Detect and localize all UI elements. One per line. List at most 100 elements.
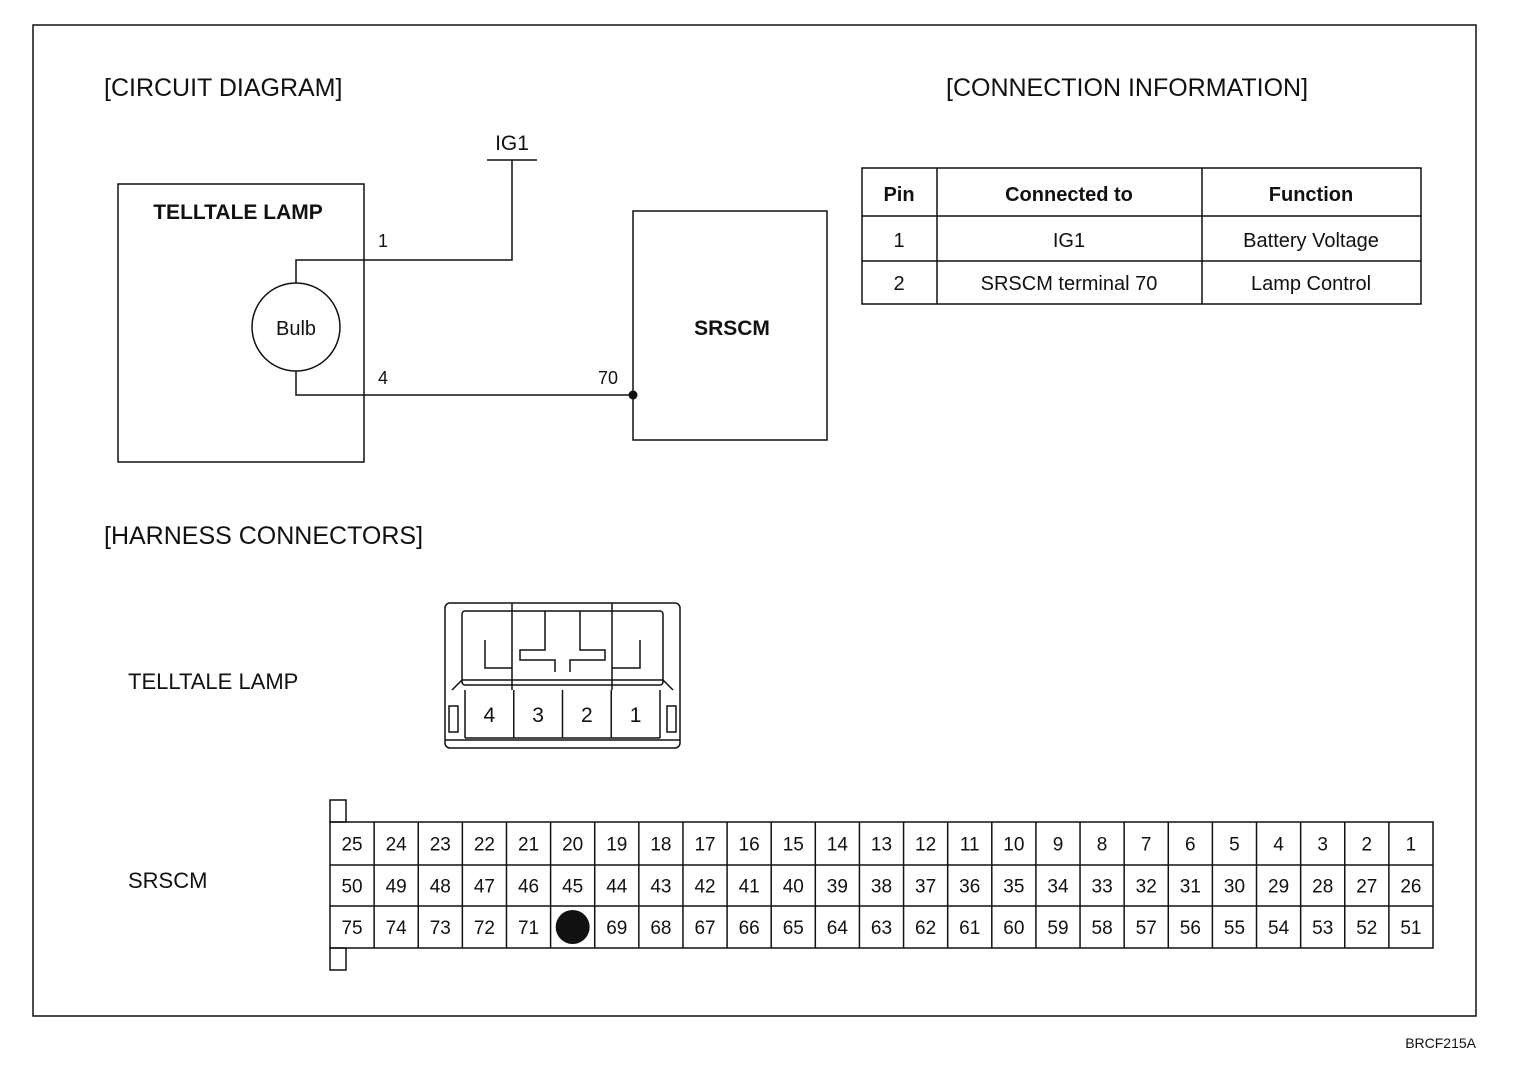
srscm-pin-number: 30	[1224, 877, 1245, 898]
telltale-lamp-pin-labels: 4 3 2 1	[484, 690, 642, 738]
srscm-pin-number: 41	[739, 877, 760, 898]
srscm-pin-number: 52	[1356, 918, 1377, 939]
connector-latch	[612, 640, 641, 669]
srscm-pin-number: 23	[430, 835, 451, 856]
srscm-pin-number: 17	[694, 835, 715, 856]
lamp-pin-number: 4	[484, 704, 496, 727]
telltale-lamp-connector-label: TELLTALE LAMP	[128, 669, 298, 694]
srscm-pin-number: 74	[386, 918, 408, 939]
connector-latch	[519, 611, 556, 672]
srscm-pin-number: 12	[915, 835, 936, 856]
connector-side-tab	[666, 705, 677, 733]
srscm-pin-number: 72	[474, 918, 495, 939]
srscm-pin-number: 25	[341, 835, 362, 856]
srscm-pin-number: 13	[871, 835, 892, 856]
srscm-pin-number: 35	[1003, 877, 1024, 898]
srscm-pin-number: 18	[650, 835, 671, 856]
highlighted-pin-marker	[555, 910, 590, 944]
table-header-connected-to: Connected to	[1005, 184, 1133, 206]
lamp-pin-4-label: 4	[378, 368, 388, 388]
circuit-diagram-heading: [CIRCUIT DIAGRAM]	[104, 74, 342, 102]
connection-info-heading: [CONNECTION INFORMATION]	[946, 74, 1308, 102]
wire-bulb-to-srscm	[295, 371, 633, 396]
srscm-pin-number: 1	[1406, 835, 1417, 856]
srscm-connector-tab	[329, 947, 347, 971]
connector-side-tab	[448, 705, 459, 733]
connector-inner-shell	[461, 610, 664, 686]
connector-latch	[569, 611, 606, 672]
srscm-pin-number: 50	[341, 877, 362, 898]
srscm-pin-number: 5	[1229, 835, 1240, 856]
srscm-pin-number: 6	[1185, 835, 1196, 856]
srscm-pin-number: 59	[1047, 918, 1068, 939]
srscm-pin-number: 14	[827, 835, 849, 856]
srscm-pin-number: 20	[562, 835, 583, 856]
srscm-pin-number: 53	[1312, 918, 1333, 939]
figure-frame	[32, 24, 1477, 1017]
srscm-pin-number: 2	[1362, 835, 1373, 856]
srscm-pin-number: 7	[1141, 835, 1152, 856]
table-cell: SRSCM terminal 70	[981, 273, 1158, 295]
srscm-pin-number: 44	[606, 877, 628, 898]
srscm-pin-number: 22	[474, 835, 495, 856]
srscm-pin-number: 55	[1224, 918, 1245, 939]
srscm-pin-number: 54	[1268, 918, 1290, 939]
srscm-connector-housing	[329, 821, 1434, 949]
telltale-lamp-title: TELLTALE LAMP	[153, 201, 323, 224]
srscm-pin-number: 45	[562, 877, 583, 898]
srscm-pin-number: 51	[1400, 918, 1421, 939]
srscm-pin-number: 19	[606, 835, 627, 856]
srscm-pin-number: 47	[474, 877, 495, 898]
srscm-pin-number: 61	[959, 918, 980, 939]
srscm-pin-number: 42	[694, 877, 715, 898]
srscm-pin-number: 56	[1180, 918, 1201, 939]
srscm-connector-tab	[329, 799, 347, 823]
wire-ig1-to-bulb	[295, 160, 513, 290]
srscm-pin-number: 60	[1003, 918, 1024, 939]
srscm-pin-number: 16	[739, 835, 760, 856]
table-cell: 1	[893, 230, 904, 252]
srscm-pin-number: 26	[1400, 877, 1421, 898]
srscm-pin-number: 69	[606, 918, 627, 939]
srscm-pin-number: 57	[1136, 918, 1157, 939]
lamp-pin-number: 3	[532, 704, 544, 727]
srscm-title: SRSCM	[694, 317, 770, 340]
srscm-pin-number: 3	[1317, 835, 1328, 856]
srscm-pin-number: 49	[386, 877, 407, 898]
srscm-pin-number: 33	[1092, 877, 1113, 898]
figure-code: BRCF215A	[1405, 1035, 1476, 1051]
connector-housing	[444, 602, 681, 749]
srscm-pin-number: 9	[1053, 835, 1064, 856]
telltale-lamp-box	[117, 183, 365, 463]
srscm-pin-number: 63	[871, 918, 892, 939]
srscm-pin-number: 15	[783, 835, 804, 856]
srscm-pin-number: 48	[430, 877, 451, 898]
srscm-pin-number: 24	[386, 835, 408, 856]
srscm-pin-number: 75	[341, 918, 362, 939]
lamp-pin-number: 1	[630, 704, 642, 727]
srscm-pin-number: 31	[1180, 877, 1201, 898]
srscm-pin-number: 62	[915, 918, 936, 939]
table-cell: Battery Voltage	[1243, 230, 1379, 252]
srscm-pin-number: 36	[959, 877, 980, 898]
connector-latch	[484, 640, 512, 669]
lamp-pin-1-label: 1	[378, 231, 388, 251]
srscm-pin-number: 71	[518, 918, 539, 939]
table-header-pin: Pin	[883, 184, 914, 206]
srscm-pin-number: 39	[827, 877, 848, 898]
srscm-pin-number: 66	[739, 918, 760, 939]
lamp-pin-number: 2	[581, 704, 593, 727]
srscm-pin-number: 27	[1356, 877, 1377, 898]
srscm-pin-number: 67	[694, 918, 715, 939]
srscm-pin-number: 43	[650, 877, 671, 898]
srscm-pin-number: 68	[650, 918, 671, 939]
srscm-pin-number: 11	[960, 835, 980, 856]
srscm-pin-number: 40	[783, 877, 804, 898]
srscm-pin-number: 29	[1268, 877, 1289, 898]
bulb-label: Bulb	[276, 318, 316, 340]
srscm-connector-label: SRSCM	[128, 868, 207, 893]
srscm-pin-number: 38	[871, 877, 892, 898]
